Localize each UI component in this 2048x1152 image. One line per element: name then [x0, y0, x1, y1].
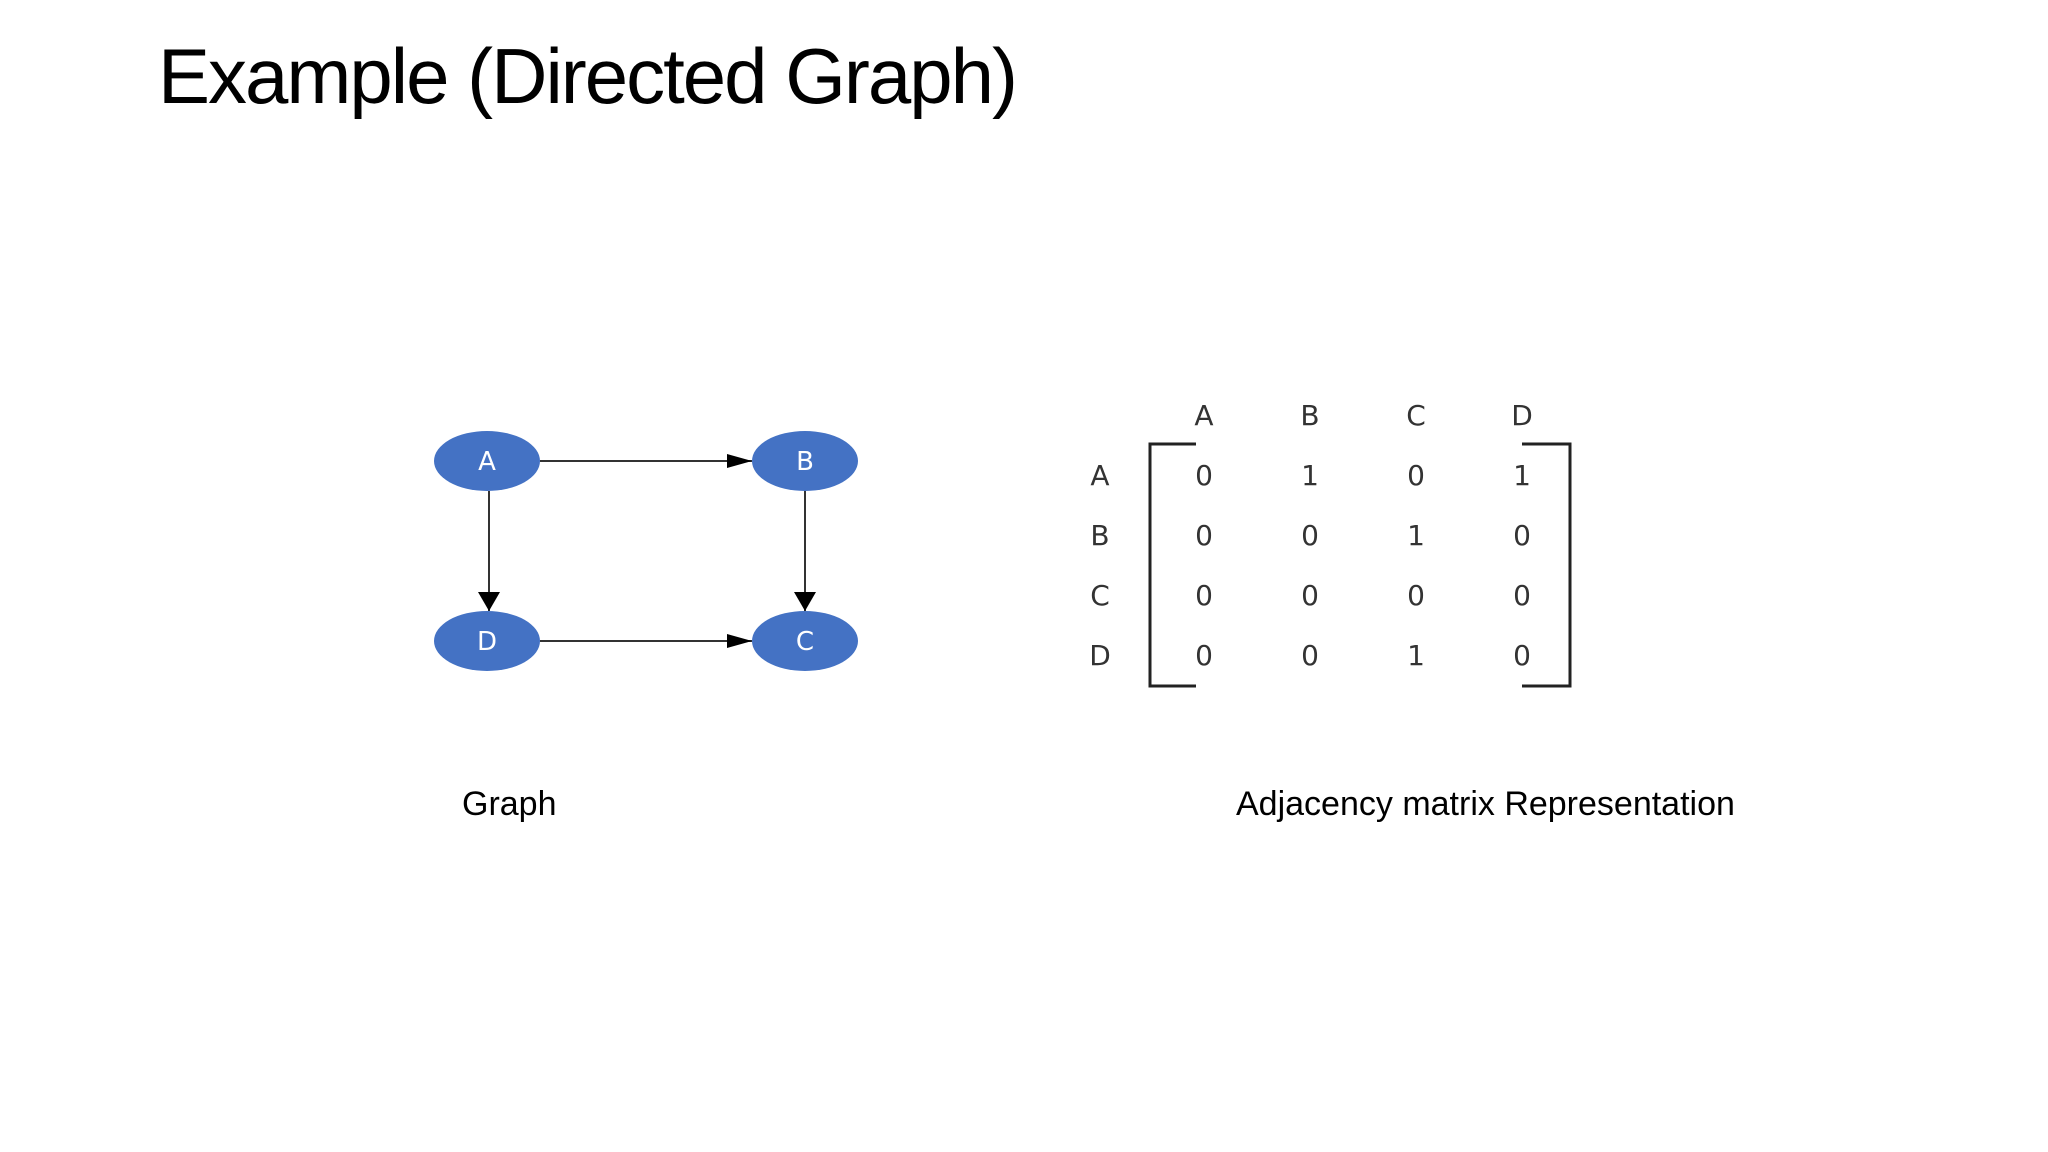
- matrix-row-header-b: B: [1090, 519, 1109, 552]
- matrix-right-bracket: [1522, 442, 1572, 688]
- node-d-label: D: [477, 627, 497, 657]
- node-b-shape: [752, 431, 858, 491]
- node-b-label: B: [796, 447, 814, 477]
- arrowhead-a-d: [478, 592, 500, 611]
- matrix-cell: 0: [1301, 639, 1319, 672]
- matrix-cell: 1: [1301, 459, 1319, 492]
- node-a-label: A: [478, 447, 496, 477]
- slide-title: Example (Directed Graph): [158, 32, 1018, 120]
- matrix-row-header-d: D: [1089, 639, 1111, 672]
- matrix-row-header-a: A: [1090, 459, 1109, 492]
- matrix-cell: 0: [1301, 519, 1319, 552]
- matrix-cell: 1: [1407, 519, 1425, 552]
- matrix-cell: 0: [1195, 579, 1213, 612]
- matrix-cell: 1: [1407, 639, 1425, 672]
- graph-node-c: C: [752, 611, 858, 671]
- matrix-cell: 0: [1195, 519, 1213, 552]
- matrix-cell: 0: [1513, 579, 1531, 612]
- matrix-col-header-c: C: [1406, 399, 1426, 432]
- matrix-left-bracket: [1148, 442, 1196, 688]
- matrix-cell: 0: [1513, 519, 1531, 552]
- node-c-label: C: [796, 627, 814, 657]
- matrix-col-header-a: A: [1194, 399, 1213, 432]
- arrowhead-d-c: [727, 634, 752, 648]
- graph-edges: [478, 454, 816, 648]
- adjacency-matrix: A B C D A B C D 0 1 0 1 0 0 1 0 0 0 0: [1089, 399, 1572, 688]
- matrix-caption: Adjacency matrix Representation: [1236, 785, 1735, 823]
- arrowhead-b-c: [794, 592, 816, 611]
- matrix-col-header-d: D: [1511, 399, 1533, 432]
- graph-caption: Graph: [462, 785, 557, 823]
- matrix-cell: 0: [1301, 579, 1319, 612]
- graph-node-b: B: [752, 431, 858, 491]
- matrix-col-header-b: B: [1300, 399, 1319, 432]
- node-d-shape: [434, 611, 540, 671]
- graph-node-a: A: [434, 431, 540, 491]
- arrowhead-a-b: [727, 454, 752, 468]
- node-c-shape: [752, 611, 858, 671]
- matrix-cell: 0: [1513, 639, 1531, 672]
- matrix-cell: 1: [1513, 459, 1531, 492]
- matrix-cell: 0: [1407, 579, 1425, 612]
- matrix-row-header-c: C: [1090, 579, 1110, 612]
- node-a-shape: [434, 431, 540, 491]
- matrix-cell: 0: [1407, 459, 1425, 492]
- graph-node-d: D: [434, 611, 540, 671]
- matrix-cell: 0: [1195, 459, 1213, 492]
- matrix-cell: 0: [1195, 639, 1213, 672]
